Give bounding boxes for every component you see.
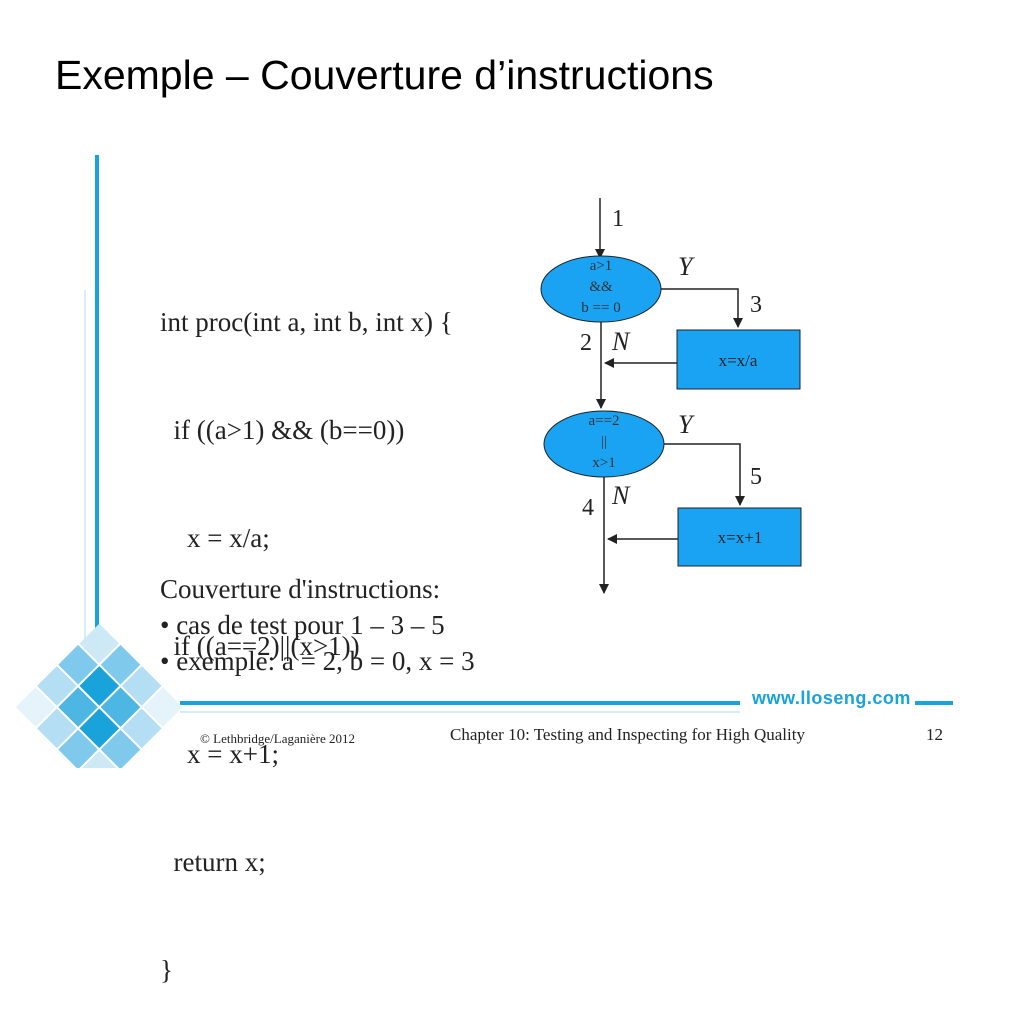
code-line: return x; <box>160 847 266 877</box>
decision-1-line-1: a>1 <box>590 258 613 274</box>
no-label-2: N <box>611 481 631 510</box>
yes-edge-2 <box>664 443 745 506</box>
statement-2-text: x=x+1 <box>718 528 763 547</box>
left-accent-line <box>95 155 99 655</box>
code-line: x = x/a; <box>160 523 270 553</box>
decision-2-line-1: a==2 <box>588 413 619 429</box>
code-line: if ((a>1) && (b==0)) <box>160 415 405 445</box>
control-flow-graph: 1 a>1 && b == 0 Y 3 x=x/a 2 N a==2 || x>… <box>540 198 802 594</box>
node-label-3: 3 <box>750 292 762 318</box>
coverage-bullet: • exemple: a = 2, b = 0, x = 3 <box>160 646 475 676</box>
yes-label-1: Y <box>678 252 695 281</box>
code-line: int proc(int a, int b, int x) { <box>160 307 453 337</box>
page-number: 12 <box>926 725 943 744</box>
no-label-1: N <box>611 327 631 356</box>
code-line: x = x+1; <box>160 739 279 769</box>
left-accent-line-light <box>84 290 86 650</box>
decision-2-line-3: x>1 <box>592 455 615 471</box>
decision-1-line-3: b == 0 <box>581 300 620 316</box>
coverage-notes: Couverture d'instructions: • cas de test… <box>160 571 475 679</box>
copyright: © Lethbridge/Laganière 2012 <box>200 731 355 746</box>
slide-title: Exemple – Couverture d’instructions <box>55 52 714 98</box>
website-url: www.lloseng.com <box>752 688 911 708</box>
bottom-accent-line-right <box>915 701 953 705</box>
node-label-5: 5 <box>750 464 762 490</box>
bottom-accent-line <box>180 701 740 705</box>
coverage-heading: Couverture d'instructions: <box>160 574 441 604</box>
mosaic-logo-icon <box>15 623 183 768</box>
yes-label-2: Y <box>678 410 695 439</box>
statement-box-2 <box>677 507 802 567</box>
code-line: } <box>160 955 173 985</box>
chapter-title: Chapter 10: Testing and Inspecting for H… <box>450 725 805 744</box>
decision-2-line-2: || <box>601 434 607 450</box>
statement-1-text: x=x/a <box>719 351 758 370</box>
statement-box-1 <box>676 329 801 390</box>
node-label-4: 4 <box>582 495 594 521</box>
code-line: if ((a==2)||(x>1)) <box>160 631 360 661</box>
node-label-1: 1 <box>612 206 624 232</box>
coverage-bullet: • cas de test pour 1 – 3 – 5 <box>160 610 445 640</box>
node-label-2: 2 <box>580 330 592 356</box>
yes-edge-1 <box>661 288 743 328</box>
decision-1-line-2: && <box>589 279 613 295</box>
bottom-accent-line-light <box>180 711 740 713</box>
